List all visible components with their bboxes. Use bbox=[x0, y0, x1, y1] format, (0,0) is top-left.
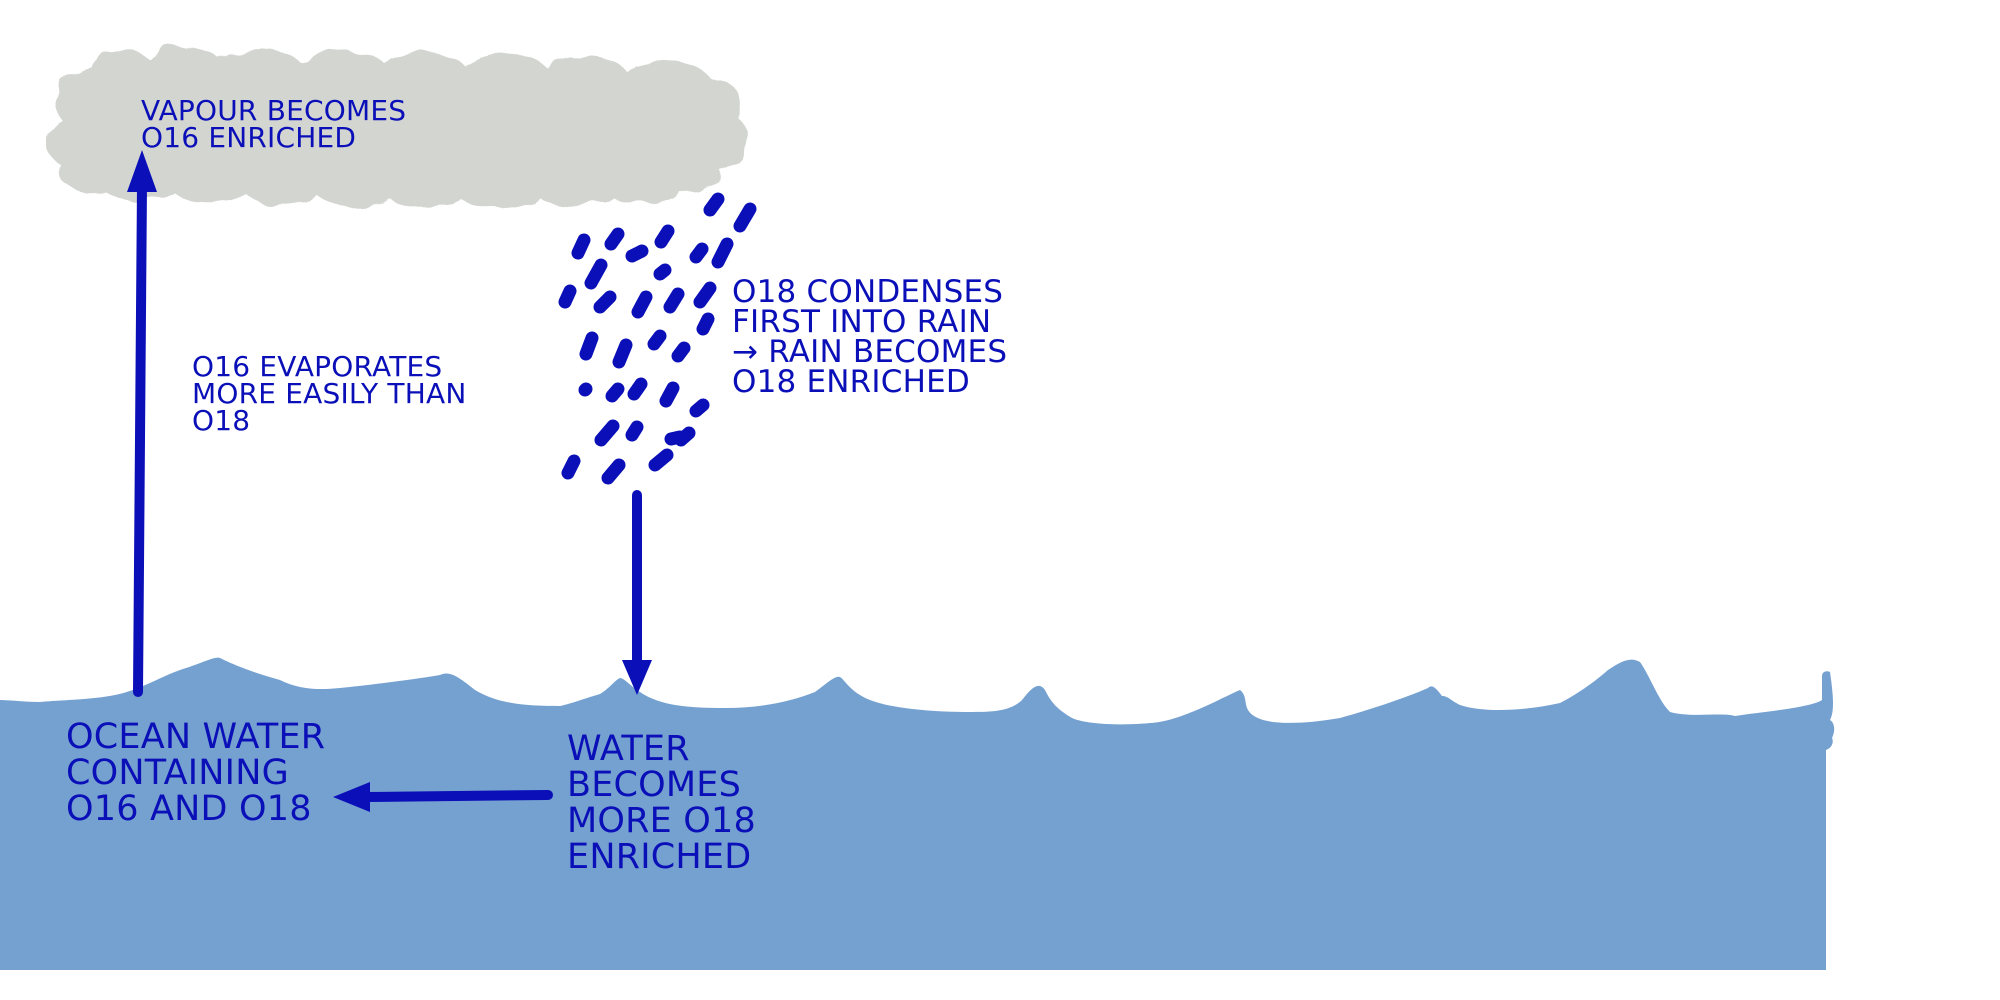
rain-drop bbox=[674, 426, 696, 447]
rain-drop bbox=[693, 281, 717, 309]
rain-drop bbox=[703, 192, 725, 217]
rain-drop bbox=[627, 377, 648, 401]
ocean-water-label: OCEAN WATER CONTAINING O16 AND O18 bbox=[66, 717, 326, 829]
rain-drop bbox=[605, 382, 625, 403]
rain-drop bbox=[733, 202, 757, 233]
rain-drop bbox=[711, 237, 734, 269]
rain-drop bbox=[561, 454, 581, 480]
rain-drops bbox=[558, 192, 757, 485]
rain-drop bbox=[571, 233, 591, 260]
rain-drop bbox=[631, 290, 653, 319]
rain-drop bbox=[689, 242, 709, 264]
rainfall-arrow bbox=[622, 490, 652, 695]
rain-drop bbox=[653, 263, 672, 281]
vapour-label: VAPOUR BECOMES O16 ENRICHED bbox=[141, 94, 407, 154]
rain-drop bbox=[625, 420, 644, 442]
rain-drop bbox=[696, 312, 715, 336]
rain-drop bbox=[671, 341, 691, 363]
enriched-water-label: WATER BECOMES MORE O18 ENRICHED bbox=[567, 729, 756, 877]
rain-drop bbox=[579, 331, 599, 361]
evaporation-arrow bbox=[127, 150, 157, 697]
rain-drop bbox=[593, 290, 617, 314]
rain-drop bbox=[578, 382, 593, 397]
ocean-flow-arrow bbox=[333, 782, 553, 812]
rain-drop bbox=[601, 458, 626, 485]
rain-drop bbox=[663, 287, 685, 314]
cloud-shape bbox=[47, 46, 748, 209]
rain-drop bbox=[654, 224, 675, 249]
rain-drop bbox=[594, 419, 620, 447]
rain-drop bbox=[558, 284, 577, 309]
condensation-label: O18 CONDENSES FIRST INTO RAIN → RAIN BEC… bbox=[732, 274, 1008, 400]
rain-drop bbox=[648, 448, 674, 472]
evaporation-label: O16 EVAPORATES MORE EASILY THAN O18 bbox=[192, 350, 467, 437]
ocean-body bbox=[0, 657, 1835, 970]
rain-drop bbox=[604, 227, 625, 251]
rain-drop bbox=[625, 244, 649, 263]
rain-drop bbox=[647, 329, 667, 351]
rain-drop bbox=[612, 338, 633, 369]
rain-drop bbox=[689, 398, 710, 418]
rain-drop bbox=[659, 381, 680, 408]
rain-drop bbox=[584, 258, 608, 290]
